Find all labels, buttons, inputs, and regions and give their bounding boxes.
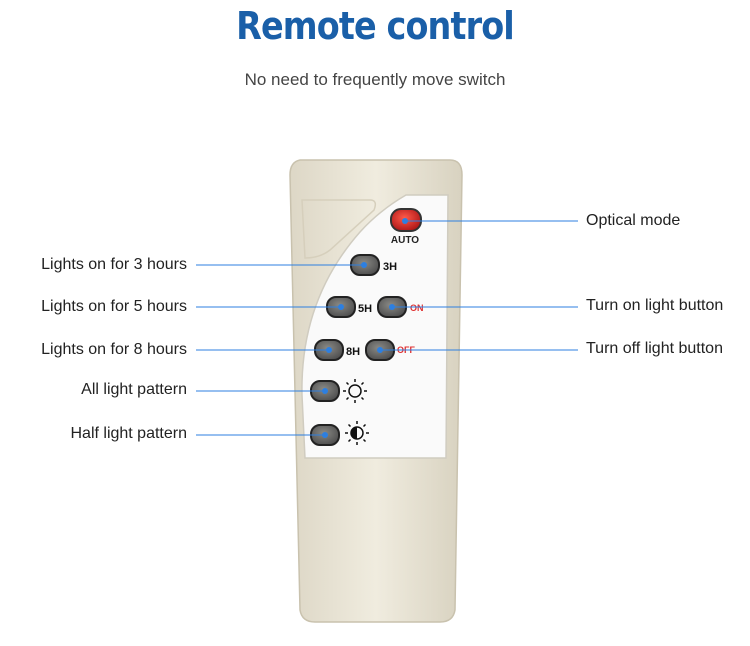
label-on: ON: [410, 303, 424, 313]
dot-off: [377, 347, 383, 353]
dot-auto: [402, 218, 408, 224]
callout-half-light: Half light pattern: [70, 425, 187, 442]
label-3h: 3H: [383, 261, 397, 273]
callout-optical-mode: Optical mode: [586, 212, 681, 229]
callout-lights-8h: Lights on for 8 hours: [41, 341, 187, 358]
sun-outline-icon: [343, 379, 367, 403]
callout-lights-3h: Lights on for 3 hours: [41, 256, 187, 273]
callout-turn-on: Turn on light button: [586, 297, 724, 314]
remote-top-recess: [301, 199, 377, 259]
dot-on: [389, 304, 395, 310]
label-5h: 5H: [358, 303, 372, 315]
page-title: Remote control: [236, 4, 515, 48]
auto-label: AUTO: [391, 235, 419, 246]
dot-5h: [338, 304, 344, 310]
dot-half-light: [322, 432, 328, 438]
callout-turn-off: Turn off light button: [586, 340, 723, 357]
dot-3h: [361, 262, 367, 268]
page-subtitle: No need to frequently move switch: [244, 70, 506, 89]
dot-all-light: [322, 388, 328, 394]
callout-lights-5h: Lights on for 5 hours: [41, 298, 187, 315]
sun-half-icon: [345, 421, 369, 445]
label-8h: 8H: [346, 346, 360, 358]
dot-8h: [326, 347, 332, 353]
callout-all-light: All light pattern: [81, 381, 187, 398]
